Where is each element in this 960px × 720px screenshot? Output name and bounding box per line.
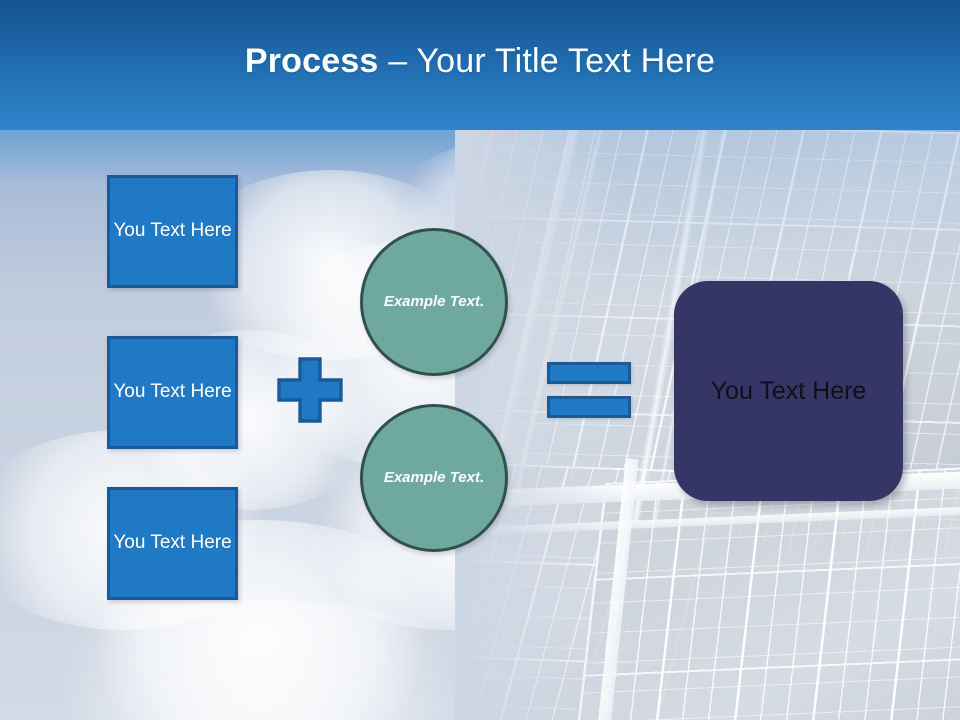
example-circle-2-label: Example Text.: [383, 468, 485, 486]
input-box-1-label: You Text Here: [113, 220, 232, 242]
example-circle-1[interactable]: Example Text.: [360, 228, 508, 376]
page-title-strong: Process: [244, 42, 379, 80]
plus-icon: [277, 357, 343, 423]
page-title-separator: –: [378, 42, 417, 80]
equals-icon: [547, 362, 631, 418]
example-circle-1-label: Example Text.: [383, 292, 485, 310]
input-box-2[interactable]: You Text Here: [107, 336, 238, 449]
slide-header-bar: Process – Your Title Text Here: [0, 0, 960, 130]
result-box-label: You Text Here: [710, 377, 867, 405]
input-box-3-label: You Text Here: [113, 532, 232, 554]
equals-bar-bottom: [547, 396, 631, 418]
input-box-1[interactable]: You Text Here: [107, 175, 238, 288]
equals-bar-top: [547, 362, 631, 384]
page-title: Process – Your Title Text Here: [245, 44, 715, 86]
result-box[interactable]: You Text Here: [674, 281, 903, 501]
example-circle-2[interactable]: Example Text.: [360, 404, 508, 552]
page-title-light: Your Title Text Here: [416, 42, 716, 80]
input-box-3[interactable]: You Text Here: [107, 487, 238, 600]
input-box-2-label: You Text Here: [113, 381, 232, 403]
